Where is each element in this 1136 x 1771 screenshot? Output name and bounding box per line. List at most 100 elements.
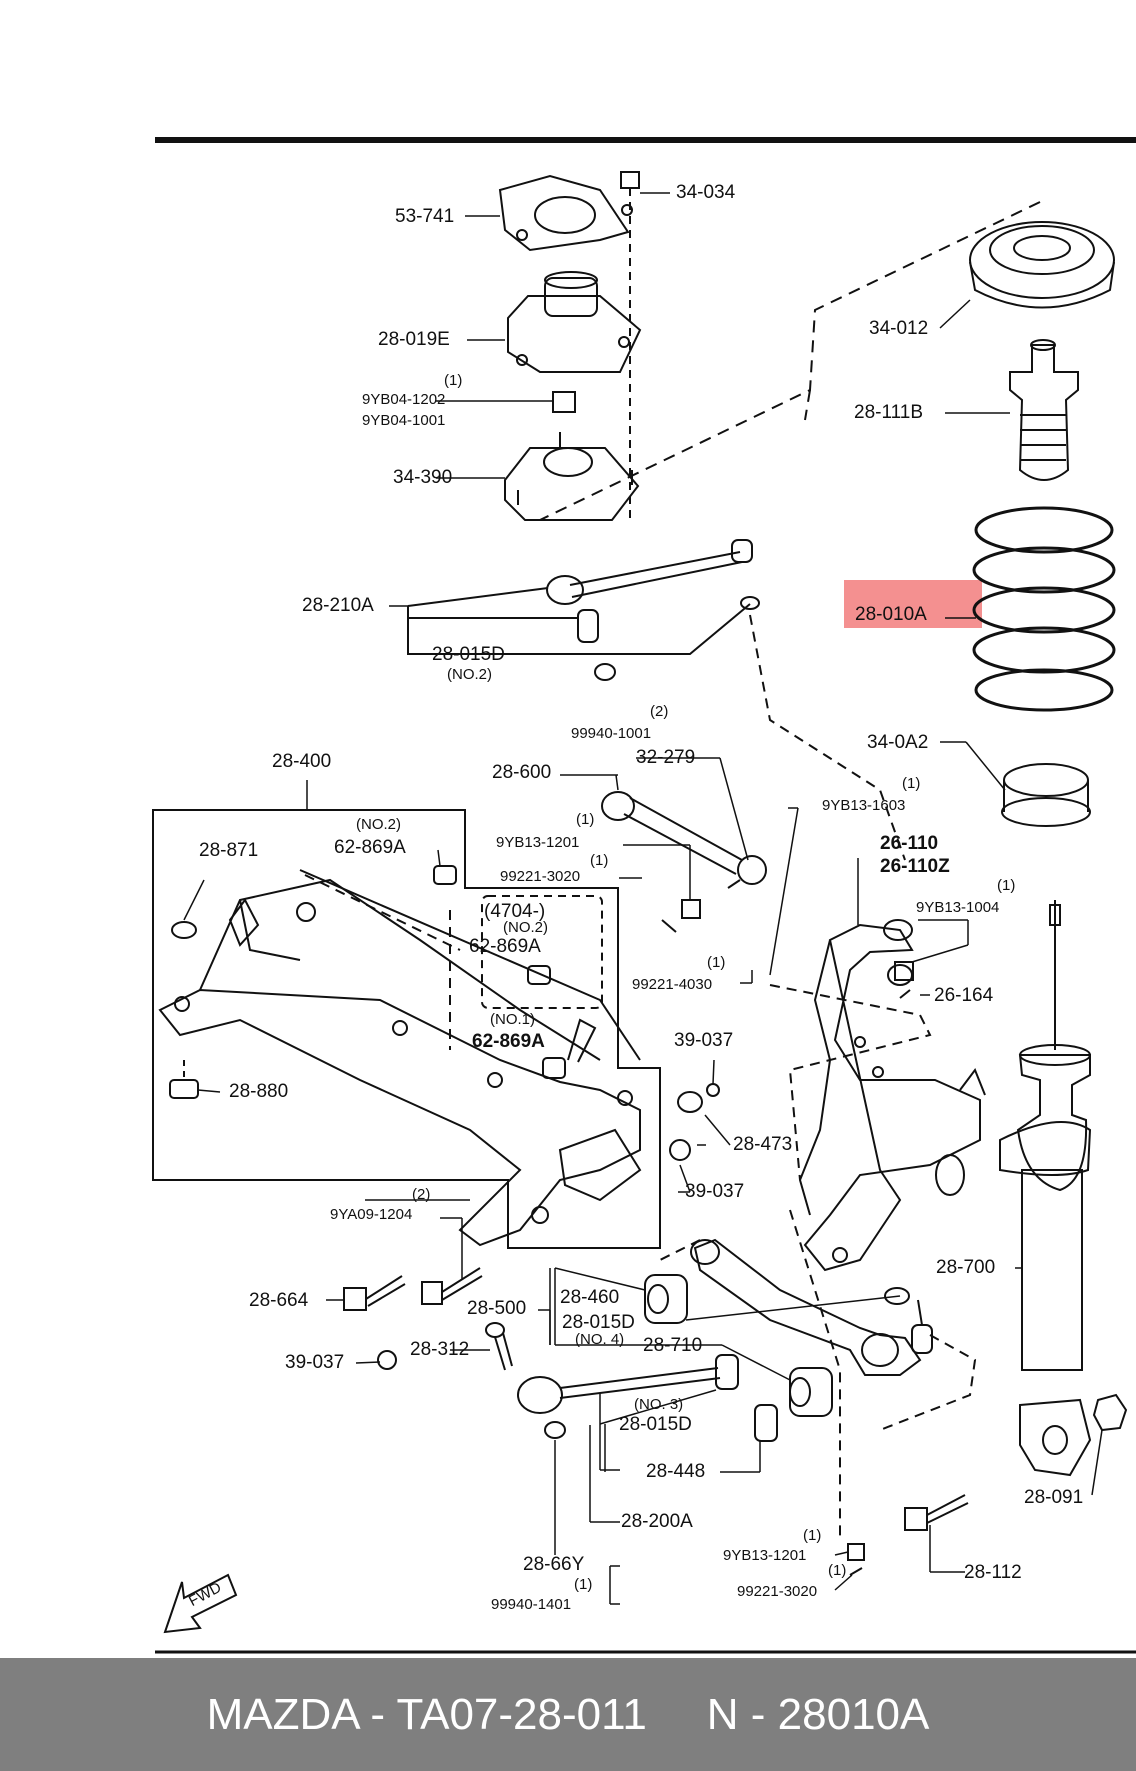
crossmember (158, 869, 642, 1247)
part-label: 32-279 (636, 747, 696, 768)
nut-9yb13-1004 (894, 961, 914, 981)
qty-label: (2) (650, 703, 669, 720)
part-label: 62-869A (334, 837, 406, 858)
washer-28-871 (171, 921, 197, 939)
part-label: 28-871 (199, 840, 259, 861)
part-label: 53-741 (395, 206, 455, 227)
note-label: (NO.2) (503, 919, 548, 936)
part-label: 99940-1401 (491, 1596, 572, 1613)
note-label: (NO. 3) (634, 1396, 684, 1413)
part-label: 9YB04-1001 (362, 412, 446, 429)
part-label: 28-66Y (523, 1554, 585, 1575)
part-label: 9YB13-1201 (723, 1547, 807, 1564)
coil-spring (972, 506, 1116, 712)
nut-9yb13-1201 (681, 899, 701, 919)
part-label: 28-500 (467, 1298, 527, 1319)
spring-seat-upper (969, 221, 1115, 309)
qty-label: (1) (574, 1576, 593, 1593)
part-label: 28-111B (854, 402, 924, 423)
steering-knuckle (798, 919, 986, 1272)
suspension-parts-diagram: 53-741 34-034 28-019E (1) 9YB04-1202 9YB… (152, 137, 1136, 1654)
part-label: 28-700 (936, 1257, 996, 1278)
part-label: 34-012 (869, 318, 929, 339)
note-label: (NO. 4) (575, 1331, 625, 1348)
nut-9yb13-1201-lower (847, 1543, 865, 1561)
part-label: 28-091 (1024, 1487, 1084, 1508)
part-label: 34-390 (393, 467, 453, 488)
part-label: 34-034 (676, 182, 736, 203)
bolt-28-312 (485, 1322, 513, 1371)
part-label: 9YB04-1202 (362, 391, 446, 408)
footer-item-number: N - 28010A (706, 1689, 930, 1739)
lower-arm-28-500 (690, 1238, 933, 1376)
part-label: 39-037 (674, 1030, 734, 1051)
footer-caption: MAZDA - TA07-28-011 N - 28010A (0, 1658, 1136, 1771)
qty-label: (1) (828, 1562, 847, 1579)
note-label: (NO.1) (490, 1011, 535, 1028)
part-label: 28-210A (302, 595, 374, 616)
part-label: 28-015D (562, 1312, 635, 1333)
qty-label: (1) (997, 877, 1016, 894)
qty-label: (1) (576, 811, 595, 828)
part-label: 28-473 (733, 1134, 793, 1155)
part-label: 28-015D (619, 1414, 692, 1435)
part-label: 28-710 (643, 1335, 703, 1356)
part-label: (4704-) (484, 901, 546, 922)
qty-label: (1) (444, 372, 463, 389)
clip-62-869a (433, 865, 457, 885)
part-label: 28-015D (432, 644, 505, 665)
part-label: 39-037 (285, 1352, 345, 1373)
bushing-28-460 (644, 1274, 688, 1324)
nut-28-091 (1092, 1393, 1128, 1432)
part-label: 28-600 (492, 762, 552, 783)
bushing-28-880 (169, 1079, 199, 1099)
parts-drawing (152, 137, 1136, 1654)
part-label: 9YB13-1603 (822, 797, 906, 814)
part-label: 28-880 (229, 1081, 289, 1102)
bolt-9ya09 (421, 1267, 483, 1305)
fwd-arrow (163, 1573, 238, 1634)
strut-mount-plate (498, 174, 633, 252)
part-label: 62-869A (472, 1031, 545, 1052)
part-label: 26-110Z (880, 856, 950, 877)
bolt-28-664 (343, 1275, 406, 1311)
part-label: 34-0A2 (867, 732, 929, 753)
footer-part-number: MAZDA - TA07-28-011 (206, 1689, 647, 1739)
note-label: (NO.2) (447, 666, 492, 683)
part-label: 28-400 (272, 751, 332, 772)
part-label: 9YA09-1204 (330, 1206, 413, 1223)
nut-34-034 (620, 171, 640, 520)
strut-upper-mount (504, 432, 640, 521)
bushing-28-710 (789, 1367, 833, 1417)
part-label: 99221-3020 (500, 868, 581, 885)
shock-absorber (999, 900, 1092, 1477)
part-label: 99221-4030 (632, 976, 713, 993)
part-label: 28-664 (249, 1290, 309, 1311)
part-label: 28-312 (410, 1339, 470, 1360)
note-label: (NO.2) (356, 816, 401, 833)
part-label: 28-448 (646, 1461, 706, 1482)
qty-label: (1) (707, 954, 726, 971)
part-label: 28-112 (964, 1562, 1022, 1583)
bolt-28-112 (904, 1494, 969, 1531)
part-label: 9YB13-1004 (916, 899, 1000, 916)
trailing-link (517, 1354, 778, 1442)
part-label: 99940-1001 (571, 725, 652, 742)
part-label: 62-869A (469, 936, 541, 957)
highlighted-part-label: 28-010A (855, 604, 927, 625)
bump-stop (1009, 339, 1079, 481)
part-label: 39-037 (685, 1181, 745, 1202)
part-label: 26-110 (880, 833, 939, 854)
part-label: 9YB13-1201 (496, 834, 580, 851)
nut-9yb04 (552, 391, 576, 413)
part-label: 28-460 (560, 1287, 620, 1308)
lateral-link-28-600 (601, 791, 767, 889)
spring-seat-lower (1001, 763, 1091, 827)
qty-label: (2) (412, 1186, 431, 1203)
part-label: 28-200A (621, 1511, 693, 1532)
part-label: 28-019E (378, 329, 450, 350)
qty-label: (1) (803, 1527, 822, 1544)
part-label: 26-164 (934, 985, 994, 1006)
part-label: 99221-3020 (737, 1583, 818, 1600)
mount-cap (507, 271, 642, 373)
